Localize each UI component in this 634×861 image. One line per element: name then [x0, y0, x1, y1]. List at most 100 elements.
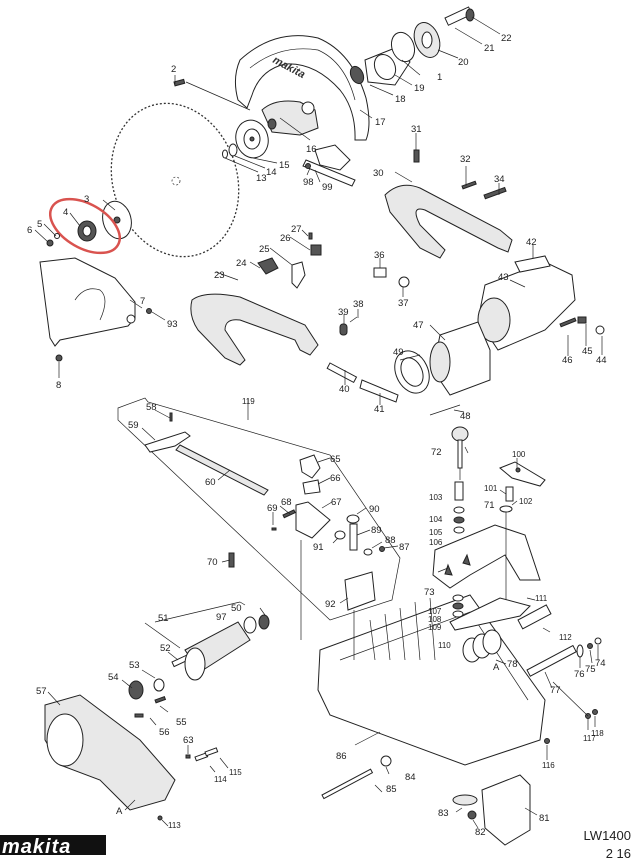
pin-56 [134, 713, 144, 718]
sleeve-112 [517, 604, 552, 630]
label-93: 93 [167, 319, 178, 330]
label-116: 116 [542, 761, 555, 770]
label-66: 66 [330, 473, 341, 484]
screw-93 [146, 308, 152, 314]
screw-32 [461, 180, 477, 190]
label-23: 23 [214, 270, 225, 281]
brush-45 [577, 316, 587, 324]
label-41: 41 [374, 404, 385, 415]
label-53: 53 [129, 660, 140, 671]
nut-118 [592, 709, 598, 715]
key-55 [154, 695, 167, 704]
washer-109 [452, 610, 464, 618]
washer-91 [334, 530, 346, 540]
knob-72 [451, 426, 469, 469]
label-102: 102 [519, 497, 533, 506]
sleeve-41 [359, 379, 399, 403]
label-98: 98 [303, 177, 314, 188]
washer-106 [453, 526, 465, 534]
screw-31 [413, 149, 420, 163]
label-6: 6 [27, 225, 32, 236]
handle-30 [384, 184, 513, 259]
label-16: 16 [306, 144, 317, 155]
bolt-85 [321, 768, 374, 800]
bracket-99 [302, 144, 356, 187]
label-70: 70 [207, 557, 218, 568]
label-82: 82 [475, 827, 486, 838]
label-18: 18 [395, 94, 406, 105]
label-113: 113 [168, 821, 181, 830]
sleeve-103 [454, 481, 464, 501]
label-42 [514, 255, 551, 273]
stopper-81 [481, 774, 531, 846]
slider-39 [339, 323, 348, 336]
label-8: 8 [56, 380, 61, 391]
bearing-54 [128, 680, 144, 700]
brand-logo: makita [0, 835, 106, 855]
washer-53 [153, 678, 165, 692]
vise-handle-59 [144, 431, 191, 453]
shaft-77 [526, 644, 577, 677]
bolt-71 [505, 486, 514, 502]
label-32: 32 [460, 154, 471, 165]
field-47 [429, 321, 491, 396]
vise-65 [299, 454, 321, 479]
label-31: 31 [411, 124, 422, 135]
vise-67 [295, 501, 331, 539]
washer-5 [54, 233, 60, 239]
label-88: 88 [385, 535, 396, 546]
brush-holder-46 [559, 317, 577, 328]
bearing-16 [267, 118, 277, 130]
label-21: 21 [484, 43, 495, 54]
label-4: 4 [63, 207, 68, 218]
label-43: 43 [498, 272, 509, 283]
model-number: LW1400 [583, 828, 631, 843]
label-114: 114 [214, 775, 227, 784]
screw-38 [349, 316, 358, 323]
label-27: 27 [291, 224, 302, 235]
pivot-111 [449, 597, 531, 631]
label-55: 55 [176, 717, 187, 728]
label-78: 78 [507, 659, 518, 670]
label-67: 67 [331, 497, 342, 508]
label-72: 72 [431, 447, 442, 458]
part-labels: 1 2 3 4 5 6 7 8 13 14 15 16 17 18 19 20 … [27, 33, 607, 838]
lock-nut-4 [77, 220, 97, 242]
label-1: 1 [437, 72, 442, 83]
insulation-washer-97 [243, 616, 257, 634]
cap-44 [595, 325, 605, 335]
label-20: 20 [458, 57, 469, 68]
label-73: 73 [424, 587, 435, 598]
label-115: 115 [229, 768, 242, 777]
label-68: 68 [281, 497, 292, 508]
ring-90 [346, 514, 360, 524]
label-57: 57 [36, 686, 47, 697]
label-63: 63 [183, 735, 194, 746]
bearing-50 [258, 614, 270, 630]
switch-24 [257, 257, 279, 275]
ring-13 [222, 149, 228, 159]
rubber-83 [452, 794, 478, 806]
label-42: 42 [526, 237, 537, 248]
label-13: 13 [256, 173, 267, 184]
label-2: 2 [171, 64, 176, 75]
leader-lines [34, 16, 603, 829]
shaft-89 [349, 523, 358, 551]
nut-75 [587, 643, 593, 649]
label-19: 19 [414, 83, 425, 94]
plate-92 [344, 571, 376, 611]
screw-34 [483, 186, 507, 200]
label-A-housing: A [116, 806, 123, 817]
label-74: 74 [595, 658, 606, 669]
spring-27 [308, 232, 313, 240]
label-7: 7 [140, 296, 145, 307]
label-46: 46 [562, 355, 573, 366]
label-109: 109 [428, 623, 442, 632]
washer-84 [380, 755, 392, 767]
label-101: 101 [484, 484, 498, 493]
spring-78 [462, 629, 502, 663]
label-39: 39 [338, 307, 349, 318]
label-17: 17 [375, 117, 386, 128]
gear-20 [413, 22, 441, 58]
label-112: 112 [559, 633, 572, 642]
